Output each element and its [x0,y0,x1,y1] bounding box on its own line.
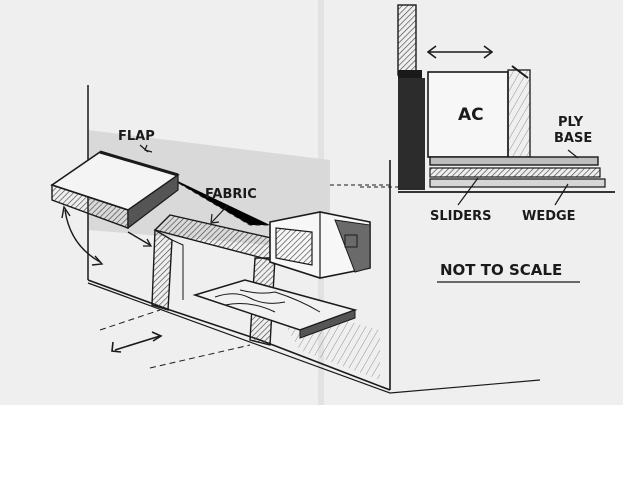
label-base: BASE [554,131,592,146]
label-sliders: SLIDERS [430,209,492,224]
label-ply: PLY [558,115,584,130]
label-wedge: WEDGE [522,209,576,224]
label-not-to-scale: NOT TO SCALE [440,261,562,279]
label-ac: AC [458,105,484,125]
white-margin [0,405,623,480]
label-fabric: FABRIC [205,187,257,202]
label-flap: FLAP [118,129,155,144]
